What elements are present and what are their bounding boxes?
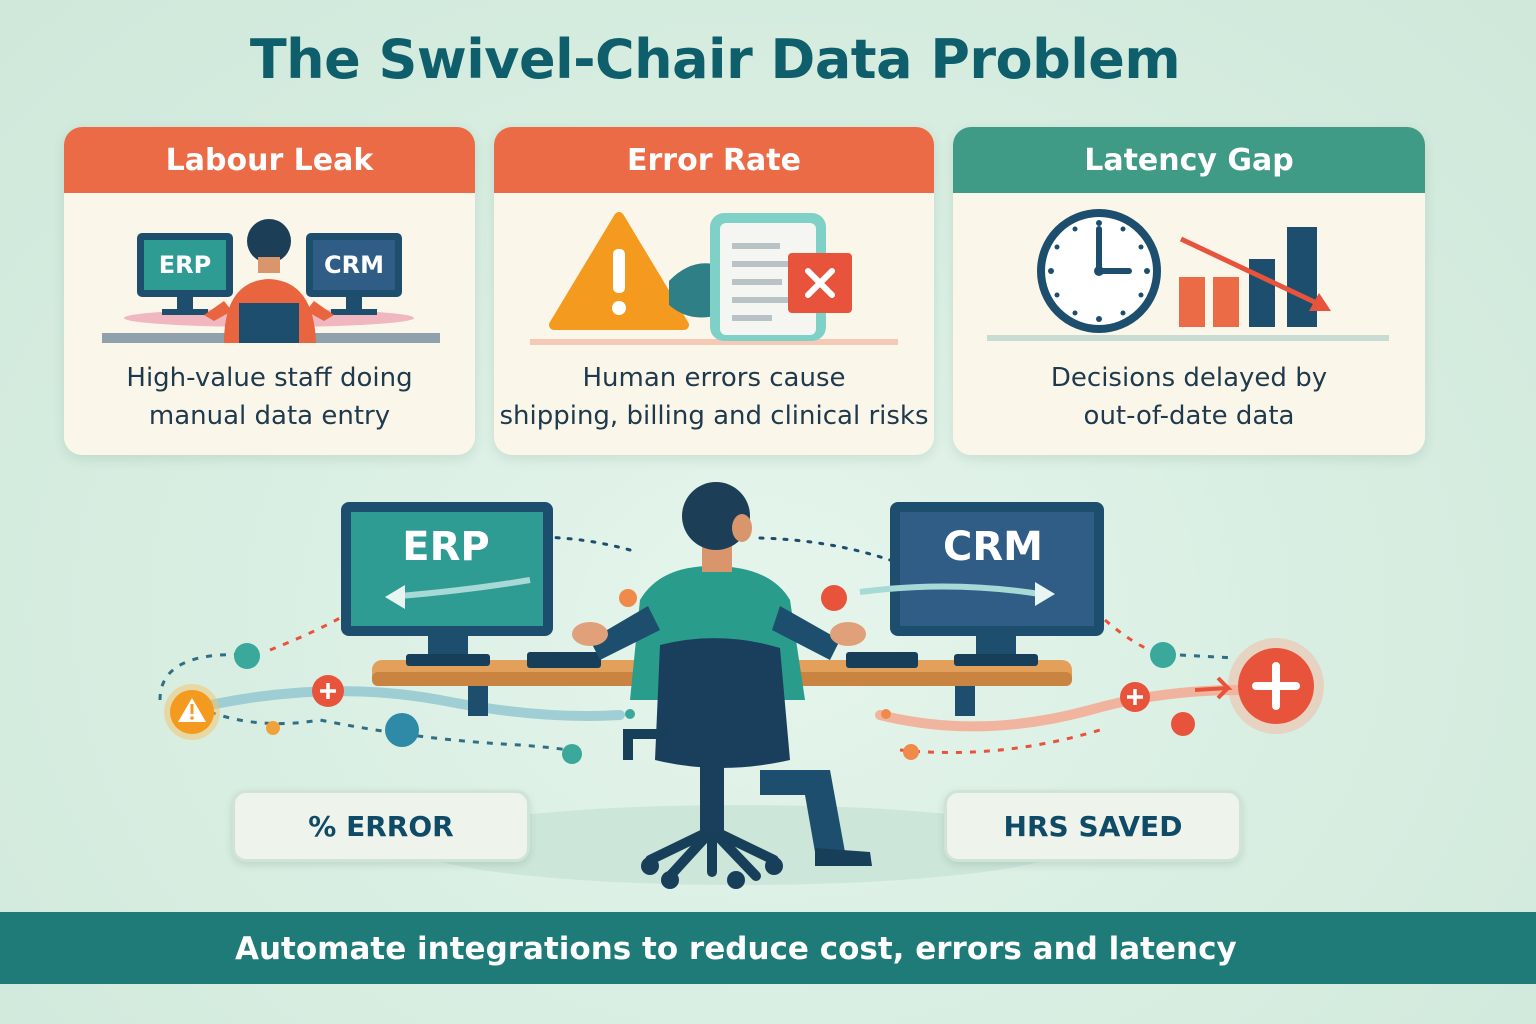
monitor-label: CRM (943, 524, 1043, 570)
monitor-icon: ERP (341, 502, 553, 666)
description-line: Decisions delayed by (1050, 363, 1328, 393)
error-stat-button[interactable]: % ERROR (232, 790, 530, 862)
description-line: High-value staff doing (126, 363, 413, 393)
card-labour-leak: Labour Leak ERP CRM High-value staff (64, 127, 475, 455)
warning-icon (549, 212, 689, 330)
desk-workers-illustration: ERP CRM (102, 219, 440, 343)
plus-icon (1228, 638, 1324, 734)
footer-text: Automate integrations to reduce cost, er… (235, 931, 1237, 967)
footer-banner: Automate integrations to reduce cost, er… (0, 912, 1536, 984)
card-description: Human errors cause shipping, billing and… (494, 359, 934, 435)
description-line: shipping, billing and clinical risks (499, 401, 929, 431)
warning-icon (164, 684, 220, 740)
person-icon (204, 219, 334, 343)
card-heading: Labour Leak (64, 127, 475, 193)
bar-chart-icon (1179, 227, 1317, 327)
x-icon (788, 253, 852, 313)
plus-icon (312, 675, 344, 707)
monitor-label: CRM (324, 251, 384, 279)
clock-icon (1037, 209, 1161, 333)
monitor-icon: CRM (859, 502, 1104, 666)
error-illustration (530, 212, 898, 345)
swivel-chair-scene: ERP CRM (158, 482, 1324, 889)
card-description: Decisions delayed by out-of-date data (953, 359, 1425, 435)
card-description: High-value staff doing manual data entry (64, 359, 475, 435)
monitor-icon: CRM (306, 233, 402, 315)
description-line: out-of-date data (1083, 401, 1295, 431)
hours-saved-stat-button[interactable]: HRS SAVED (944, 790, 1242, 862)
monitor-label: ERP (159, 251, 211, 279)
card-heading: Error Rate (494, 127, 934, 193)
card-error-rate: Error Rate Human errors cause shipping, … (494, 127, 934, 455)
plus-icon (1120, 682, 1150, 712)
card-heading: Latency Gap (953, 127, 1425, 193)
card-latency-gap: Latency Gap (953, 127, 1425, 455)
chair-icon (623, 638, 790, 889)
page-title: The Swivel-Chair Data Problem (249, 28, 1181, 91)
latency-illustration (987, 209, 1389, 341)
description-line: Human errors cause (582, 363, 846, 393)
trend-arrow-icon (1179, 236, 1331, 311)
monitor-label: ERP (402, 524, 489, 570)
monitor-icon: ERP (137, 233, 233, 315)
description-line: manual data entry (148, 401, 391, 431)
